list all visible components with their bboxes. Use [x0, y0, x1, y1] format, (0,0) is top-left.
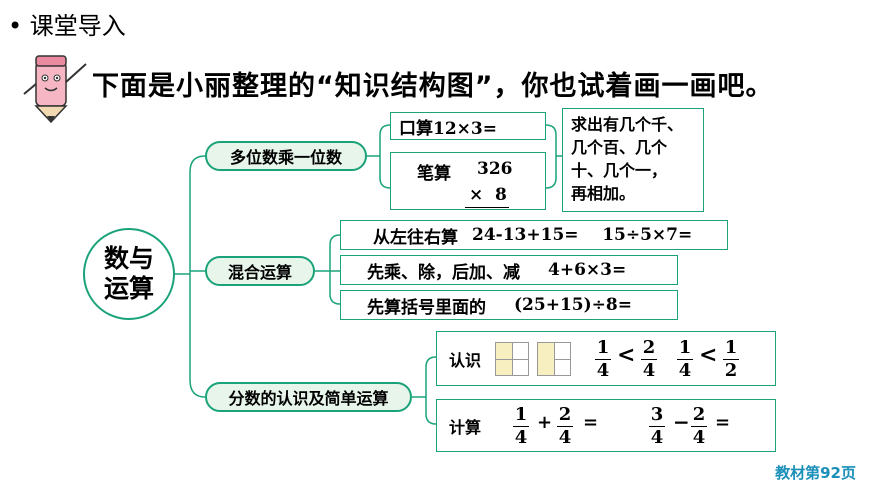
fraction-square-half	[537, 342, 571, 376]
pencil-mascot-icon	[23, 55, 87, 124]
method-note-line3: 十、几个一，	[571, 161, 668, 180]
root-node: 数与 运算	[83, 228, 175, 320]
root-line1: 数与	[103, 244, 154, 273]
fraction-calc-box: 计算 1 4 + 2 4 = 3 4 − 2 4 =	[436, 399, 776, 452]
branch-multiplication: 多位数乘一位数	[205, 141, 367, 171]
branch-mixed-operations-label: 混合运算	[227, 263, 292, 282]
method-note-line2: 几个百、几个	[571, 138, 668, 157]
intro-text: 下面是小丽整理的“知识结构图”，你也试着画一画吧。	[92, 71, 774, 102]
denominator: 4	[596, 360, 610, 381]
denominator: 4	[678, 360, 692, 381]
written-calc-box: 笔算 326 × 8	[390, 152, 546, 210]
rule-left-to-right-expr: 24-13+15= 15÷5×7=	[472, 225, 693, 245]
numerator: 2	[692, 404, 706, 425]
denominator: 4	[514, 427, 528, 448]
fraction-know-box: 认识 1 4 < 2 4 1 4 < 1 2	[436, 331, 776, 386]
section-title-text: 课堂导入	[29, 12, 126, 40]
minus-sign: −	[673, 410, 690, 434]
equals-sign: =	[715, 412, 731, 433]
section-title: • 课堂导入	[8, 6, 126, 41]
sub-fraction-a: 3 4	[649, 405, 665, 448]
branch-fractions-label: 分数的认识及简单运算	[228, 389, 389, 408]
numerator: 2	[558, 404, 572, 425]
numerator: 1	[724, 337, 738, 358]
fraction-two-quarters: 2 4	[641, 338, 657, 381]
written-calc-op: ×	[469, 185, 484, 205]
method-note-line4: 再相加。	[571, 184, 636, 203]
textbook-page-ref: 教材第92页	[775, 464, 856, 482]
branch-fractions: 分数的认识及简单运算	[205, 382, 412, 412]
numerator: 1	[678, 337, 692, 358]
numerator: 2	[642, 337, 656, 358]
numerator: 3	[650, 404, 664, 425]
written-calc-bottom: 8	[495, 185, 507, 205]
less-than-sign: <	[617, 342, 636, 368]
bullet: •	[8, 12, 23, 40]
denominator: 4	[650, 427, 664, 448]
denominator: 4	[692, 427, 706, 448]
fraction-one-quarter-b: 1 4	[677, 338, 693, 381]
rule-parentheses-text: 先算括号里面的	[367, 297, 486, 318]
written-calc-top: 326	[477, 159, 513, 179]
branch-mixed-operations: 混合运算	[205, 256, 315, 286]
oral-calc-text: 口算12×3=	[399, 118, 497, 139]
rule-multiply-first-expr: 4+6×3=	[548, 260, 627, 280]
less-than-sign: <	[699, 342, 718, 368]
sub-fraction-b: 2 4	[691, 405, 707, 448]
fraction-know-label: 认识	[449, 351, 482, 370]
plus-sign: +	[537, 412, 553, 433]
fraction-one-half: 1 2	[723, 338, 739, 381]
denominator: 4	[558, 427, 572, 448]
rule-multiply-first-text: 先乘、除，后加、减	[367, 262, 520, 283]
add-fraction-b: 2 4	[557, 405, 573, 448]
rule-left-to-right-text: 从左往右算	[373, 227, 458, 248]
denominator: 2	[724, 360, 738, 381]
method-note-line1: 求出有几个千、	[571, 115, 684, 134]
rule-left-to-right-box: 从左往右算 24-13+15= 15÷5×7=	[340, 220, 728, 250]
written-calc-rule	[465, 207, 509, 208]
fraction-calc-label: 计算	[449, 418, 482, 437]
add-fraction-a: 1 4	[513, 405, 529, 448]
branch-multiplication-label: 多位数乘一位数	[229, 148, 342, 167]
rule-parentheses-box: 先算括号里面的 (25+15)÷8=	[340, 290, 678, 320]
rule-multiply-first-box: 先乘、除，后加、减 4+6×3=	[340, 255, 678, 285]
rule-parentheses-expr: (25+15)÷8=	[514, 295, 632, 315]
fraction-one-quarter-a: 1 4	[595, 338, 611, 381]
fraction-square-quarter	[495, 342, 529, 376]
written-calc-label: 笔算	[417, 164, 451, 184]
method-note-box: 求出有几个千、 几个百、几个 十、几个一， 再相加。	[562, 108, 704, 212]
denominator: 4	[642, 360, 656, 381]
numerator: 1	[596, 337, 610, 358]
root-line2: 运算	[103, 274, 154, 303]
oral-calc-box: 口算12×3=	[390, 112, 546, 140]
equals-sign: =	[583, 412, 599, 433]
numerator: 1	[514, 404, 528, 425]
